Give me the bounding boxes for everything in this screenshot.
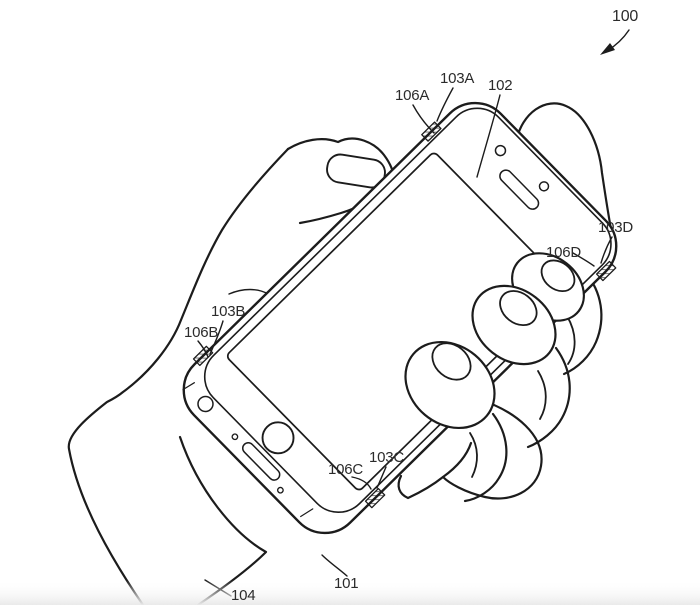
ref-label-103B: 103B [211, 303, 246, 320]
leader-103D [600, 236, 613, 264]
ref-label-100: 100 [612, 8, 639, 25]
pinky-finger [397, 441, 473, 500]
leader-102 [476, 94, 501, 178]
hand-front-layer [404, 252, 585, 430]
bottom-screw-right [277, 486, 284, 494]
speaker-port [241, 441, 281, 481]
home-button [261, 421, 295, 455]
arrowhead-100 [600, 43, 615, 55]
earpiece-slot [499, 169, 540, 210]
thumb-base-crease [228, 288, 269, 295]
finger1-crease [566, 315, 576, 365]
thumbnail [326, 153, 386, 189]
fingernail-2 [499, 290, 538, 327]
bottom-seam-tick-right [300, 508, 314, 518]
ref-label-106C: 106C [328, 461, 364, 478]
side-button-106B [192, 345, 214, 367]
ref-label-103A: 103A [440, 70, 475, 87]
finger3-crease [469, 432, 478, 478]
side-button-106C [364, 487, 386, 509]
headphone-jack [197, 395, 214, 413]
bottom-seam-tick-left [182, 382, 195, 391]
hand-back-layer [67, 102, 613, 605]
bottom-screw-left [231, 433, 239, 441]
finger2-crease [537, 370, 547, 420]
ref-label-104: 104 [231, 587, 256, 604]
finger3-knuckle [463, 412, 508, 503]
index-finger-tip [514, 102, 613, 231]
ref-label-106A: 106A [395, 87, 430, 104]
leader-106C [351, 476, 372, 490]
page-bottom-fade [0, 580, 700, 605]
front-camera-dot [494, 144, 507, 157]
leader-106A [412, 104, 435, 134]
leader-106D [572, 252, 595, 267]
fingernail-3 [431, 342, 472, 381]
hand-thumb-silhouette [67, 147, 290, 605]
fingernail-1 [540, 259, 576, 293]
side-button-106A [421, 121, 442, 142]
fingertip-3 [404, 340, 496, 430]
ref-label-101: 101 [334, 575, 359, 592]
leader-103A [436, 87, 454, 122]
ref-label-106D: 106D [546, 244, 582, 261]
ref-label-106B: 106B [184, 324, 219, 341]
leader-101 [321, 554, 348, 577]
ref-label-103D: 103D [598, 219, 634, 236]
ref-label-102: 102 [488, 77, 513, 94]
finger2-knuckle [526, 346, 571, 449]
leader-103B [209, 320, 224, 355]
ref-label-103C: 103C [369, 449, 405, 466]
smartphone [182, 101, 618, 535]
side-button-106D [595, 260, 617, 282]
palm-bulge [441, 397, 543, 500]
leader-103C [376, 466, 387, 489]
leader-106B [197, 340, 209, 358]
leader-lines [197, 29, 630, 597]
thumb-top-contour [286, 137, 396, 182]
finger1-knuckle [562, 270, 603, 376]
sensor-dot [538, 181, 550, 192]
